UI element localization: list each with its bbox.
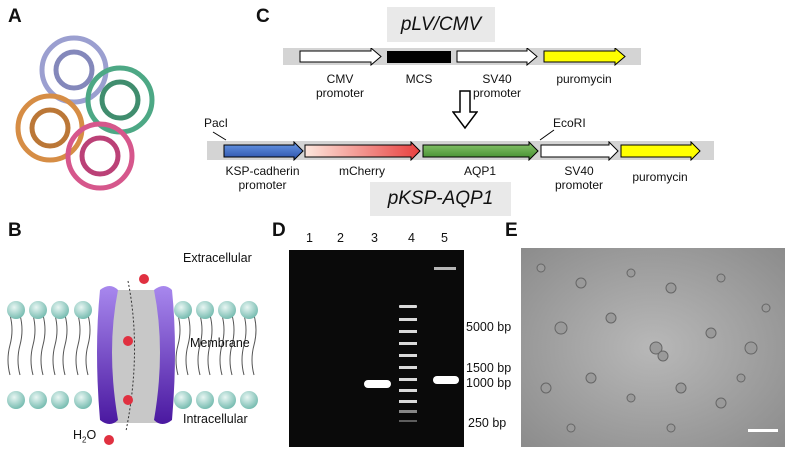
sv40-promoter-arrow: [456, 48, 538, 66]
intracellular-label: Intracellular: [183, 412, 248, 426]
puromycin-label: puromycin: [556, 72, 612, 86]
vesicles: [536, 263, 771, 433]
cmv-promoter-arrow: [299, 48, 382, 66]
plv-cmv-elements: [299, 48, 626, 66]
puromycin-arrow-2: [620, 141, 701, 161]
aquaporin-membrane-diagram: [7, 274, 258, 445]
ecori-site-label: EcoRI: [553, 116, 586, 130]
aqp1-label: AQP1: [463, 164, 496, 178]
mcherry-arrow: [304, 141, 421, 161]
marker-250bp: 250 bp: [468, 416, 507, 430]
mcs-label: MCS: [405, 72, 433, 86]
lane-1-label: 1: [306, 231, 313, 245]
water-molecule-icons: [104, 274, 149, 445]
pksp-aqp1-elements: [223, 141, 701, 161]
puromycin-arrow: [543, 48, 626, 66]
mcherry-label: mCherry: [338, 164, 385, 178]
lane-2-label: 2: [337, 231, 344, 245]
scale-bar: [748, 429, 778, 432]
channel-pore: [110, 290, 162, 423]
lane-4-label: 4: [408, 231, 415, 245]
mcs-block: [387, 51, 451, 63]
paci-pointer: [212, 131, 227, 141]
marker-1000bp: 1000 bp: [466, 376, 512, 390]
puromycin-label-2: puromycin: [632, 170, 688, 184]
extracellular-label: Extracellular: [183, 251, 252, 265]
down-arrow-icon: [452, 90, 478, 130]
aqp1-arrow: [422, 141, 539, 161]
lipid-bilayer: [7, 301, 258, 409]
vector-title-pksp-aqp1: pKSP-AQP1: [370, 182, 511, 216]
vector-title-plv-cmv: pLV/CMV: [387, 7, 495, 42]
paci-site-label: PacI: [204, 116, 229, 130]
panel-a-label: A: [8, 6, 22, 27]
panel-c-label: C: [256, 6, 270, 27]
aquaporin-left-wall: [97, 286, 118, 424]
aquaporin-right-wall: [154, 286, 175, 424]
membrane-label: Membrane: [190, 336, 250, 350]
marker-1500bp: 1500 bp: [466, 361, 512, 375]
lane-5-label: 5: [441, 231, 448, 245]
tem-micrograph: [521, 248, 785, 447]
water-label: H2O: [73, 428, 97, 445]
sv40-promoter-arrow-2: [540, 141, 619, 161]
ecori-pointer: [539, 129, 555, 141]
ksp-cadherin-promoter-arrow: [223, 141, 304, 161]
panel-b-label: B: [8, 220, 22, 241]
panel-e-label: E: [505, 220, 518, 241]
lane-3-label: 3: [371, 231, 378, 245]
water-path: [125, 280, 136, 432]
marker-5000bp: 5000 bp: [466, 320, 512, 334]
panel-d-label: D: [272, 220, 286, 241]
aqp1-tetramer-structure: [15, 35, 155, 191]
agarose-gel-image: [289, 250, 464, 447]
gel-bands: [364, 267, 459, 422]
